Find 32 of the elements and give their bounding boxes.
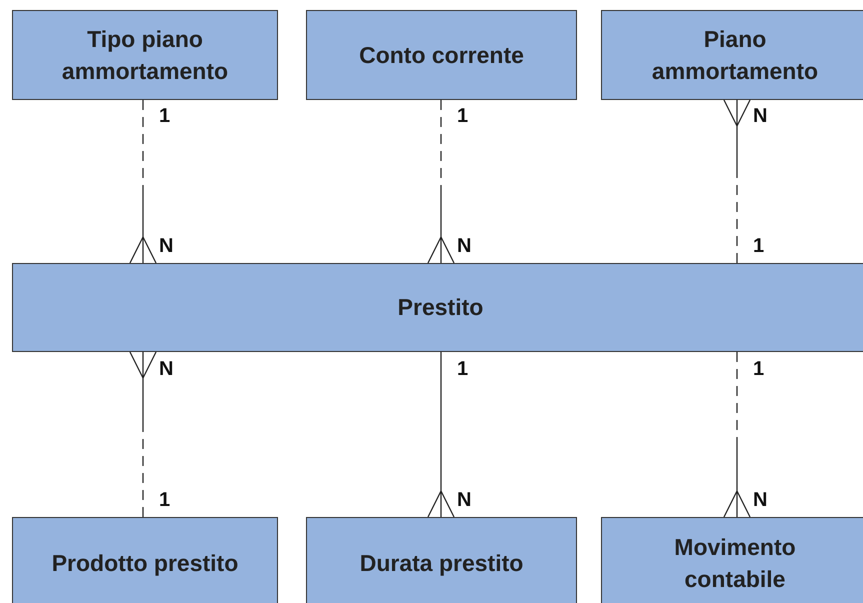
entity-box (12, 10, 278, 100)
entity-name: Durata prestito (360, 548, 524, 578)
relationship-line (129, 100, 157, 264)
cardinality-label: 1 (457, 359, 468, 379)
entity-box (12, 263, 863, 352)
entity-name: Piano ammortamento (650, 24, 820, 86)
relationship-line (723, 352, 751, 518)
cardinality-label: 1 (159, 490, 170, 510)
entity-name: Prestito (398, 293, 484, 322)
entity-name: Movimento contabile (673, 532, 797, 594)
entity-name: Conto corrente (359, 40, 524, 70)
relationship-line (129, 351, 157, 517)
cardinality-label: N (457, 236, 472, 256)
entity-name: Prodotto prestito (52, 548, 238, 578)
cardinality-label: N (753, 106, 768, 126)
entity-box (306, 10, 577, 100)
cardinality-label: N (753, 490, 768, 510)
cardinality-label: 1 (753, 359, 764, 379)
relationship-line (427, 352, 455, 518)
cardinality-label: 1 (753, 236, 764, 256)
relationship-line (723, 99, 751, 263)
relationship-line (427, 100, 455, 264)
entity-box (601, 517, 863, 603)
cardinality-label: 1 (159, 106, 170, 126)
entity-box (601, 10, 863, 100)
cardinality-label: N (159, 236, 174, 256)
entity-name: Tipo piano ammortamento (60, 24, 230, 86)
cardinality-label: N (159, 359, 174, 379)
entity-box (306, 517, 577, 603)
cardinality-label: N (457, 490, 472, 510)
cardinality-label: 1 (457, 106, 468, 126)
entity-box (12, 517, 278, 603)
